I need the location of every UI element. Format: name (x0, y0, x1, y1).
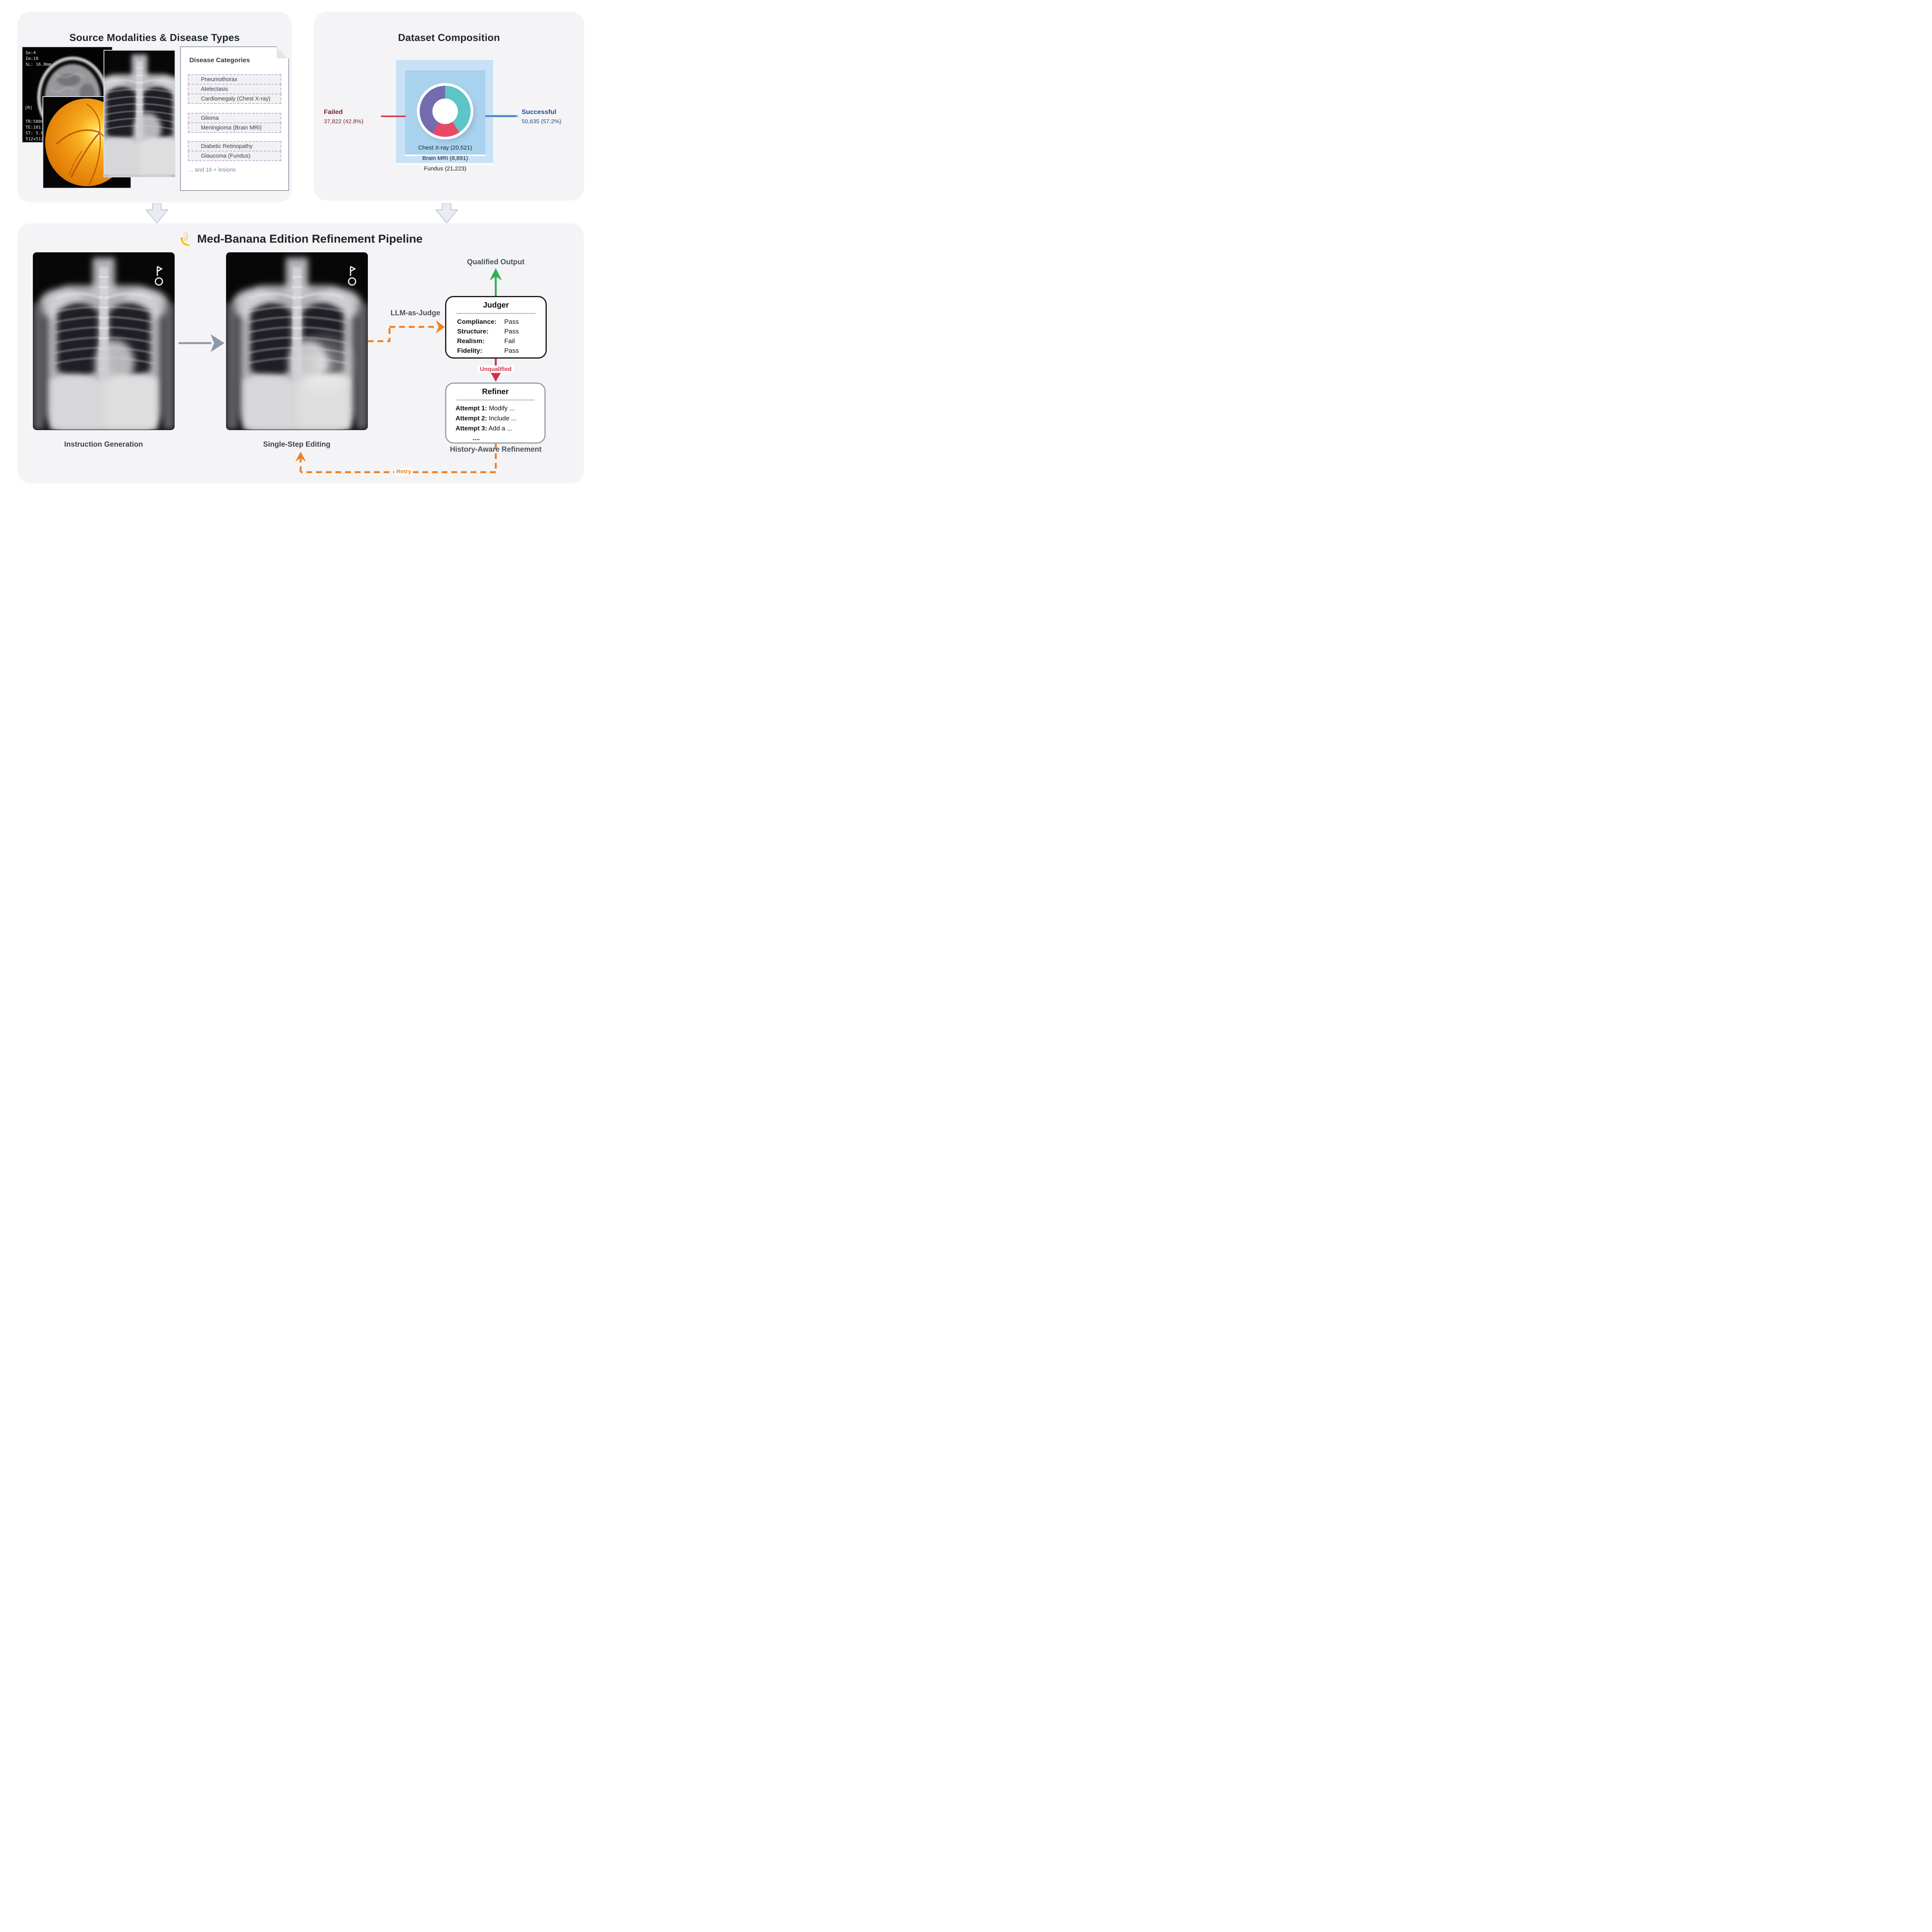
llm-judge-dashed-path (368, 326, 437, 342)
panel-title-dataset: Dataset Composition (398, 31, 500, 43)
successful-annotation: Successful 50,635 (57.2%) (522, 108, 587, 125)
down-arrow-right-icon (435, 203, 458, 223)
judger-result: Pass (504, 318, 519, 325)
failed-connector-line (381, 116, 406, 117)
edit-arrow-head (211, 334, 224, 352)
disease-group-chest-xray: Pneumothorax Atelectasis Cardiomegaly (C… (188, 74, 281, 104)
attempt-label: Attempt 3: (456, 425, 487, 432)
mri-meta-im: Im:18 (26, 56, 38, 61)
banana-icon (180, 231, 190, 246)
attempt-label: Attempt 1: (456, 405, 487, 412)
disease-categories-heading: Disease Categories (189, 56, 250, 64)
modality-label-fundus: Fundus (21,223) (423, 165, 467, 172)
disease-item: Glaucoma (Fundus) (188, 151, 281, 161)
judger-result: Pass (504, 328, 519, 335)
xray-edited (226, 252, 368, 430)
disease-item: Meningioma (Brain MRI) (188, 122, 281, 133)
disease-item: Diabetic Retinopathy (188, 141, 281, 151)
disease-item: Atelectasis (188, 84, 281, 94)
stage2-label: Single-Step Editing (263, 440, 331, 449)
mri-meta-sl: SL: 16.8mm (26, 62, 51, 67)
mri-meta-se: Se:4 (26, 50, 36, 55)
chest-xray-image (104, 51, 175, 177)
judger-row: Structure: Pass (446, 327, 546, 336)
failed-annotation: Failed 37,822 (42.8%) (324, 108, 389, 125)
successful-label: Successful (522, 108, 556, 116)
retry-arrow-head (295, 452, 306, 462)
stage1-label: Instruction Generation (64, 440, 143, 449)
down-arrow-left-icon (145, 203, 168, 223)
attempt-text: Modify ... (489, 405, 515, 412)
retry-label: Retry (394, 468, 413, 475)
disease-item: Cardiomegaly (Chest X-ray) (188, 94, 281, 104)
judger-criterion: Structure: (457, 328, 489, 335)
chest-xray-art (104, 51, 175, 177)
judger-criterion: Fidelity: (457, 347, 483, 354)
pipeline-title: Med-Banana Edition Refinement Pipeline (197, 233, 423, 245)
refiner-row: Attempt 1: Modify ... (446, 403, 544, 413)
panel-dataset-composition: Dataset Composition Chest X-ray (20,521)… (314, 12, 584, 201)
disease-group-brain-mri: Glioma Meningioma (Brain MRI) (188, 113, 281, 133)
edited-lesion-overlay (291, 327, 359, 402)
attempt-label: Attempt 2: (456, 415, 487, 422)
failed-label: Failed (324, 108, 343, 116)
disease-categories-document: Disease Categories Pneumothorax Atelecta… (180, 46, 289, 191)
refiner-ellipsis: .... (473, 434, 480, 442)
judger-result: Fail (504, 337, 515, 345)
disease-item: Pneumothorax (188, 74, 281, 85)
judger-row: Compliance: Pass (446, 317, 546, 327)
attempt-text: Add a ... (488, 425, 512, 432)
refiner-row: Attempt 3: Add a ... (446, 423, 544, 434)
judger-result: Pass (504, 347, 519, 354)
donut-chart (420, 86, 471, 137)
figure-canvas: Source Modalities & Disease Types (0, 0, 602, 496)
judger-title: Judger (483, 301, 509, 310)
panel-pipeline: Med-Banana Edition Refinement Pipeline I… (17, 223, 584, 483)
modality-label-brain-mri: Brain MRI (8,891) (422, 155, 468, 162)
mri-meta-st: ST: 5.0mm (26, 131, 49, 136)
judger-row: Realism: Fail (446, 336, 546, 346)
refiner-row: Attempt 2: Include ... (446, 413, 544, 423)
unqualified-label: Unqualified (478, 366, 514, 373)
pipeline-title-row: Med-Banana Edition Refinement Pipeline (17, 231, 584, 247)
attempt-text: Include ... (489, 415, 517, 422)
disease-item: Glioma (188, 113, 281, 123)
judger-criterion: Compliance: (457, 318, 497, 325)
history-aware-label: History-Aware Refinement (450, 446, 542, 454)
qualified-arrow-head (490, 268, 502, 281)
failed-value: 37,822 (42.8%) (324, 118, 364, 125)
judger-divider (456, 313, 536, 314)
judger-criterion: Realism: (457, 337, 485, 345)
qualified-output-label: Qualified Output (467, 258, 525, 266)
mri-meta-matrix: 512x512 (26, 136, 43, 141)
document-fold-icon (277, 47, 288, 58)
disease-group-fundus: Diabetic Retinopathy Glaucoma (Fundus) (188, 141, 281, 161)
refiner-title: Refiner (482, 388, 509, 396)
disease-footer-note: ... and 16 + lesions (189, 167, 236, 173)
panel-title-modalities: Source Modalities & Disease Types (69, 31, 240, 43)
judger-box: Judger Compliance: Pass Structure: Pass … (445, 296, 547, 359)
modality-label-chest-xray: Chest X-ray (20,521) (418, 145, 472, 151)
judger-row: Fidelity: Pass (446, 346, 546, 355)
panel-source-modalities: Source Modalities & Disease Types (17, 12, 292, 202)
xray-original (33, 252, 175, 430)
llm-judge-label: LLM-as-Judge (390, 309, 440, 317)
mri-meta-side: [R] (25, 105, 32, 110)
successful-value: 50,635 (57.2%) (522, 118, 561, 125)
llm-judge-arrow-head (436, 320, 445, 333)
successful-connector-line (485, 116, 516, 117)
xray-original-art (33, 252, 175, 430)
refiner-box: Refiner Attempt 1: Modify ... Attempt 2:… (445, 383, 546, 444)
